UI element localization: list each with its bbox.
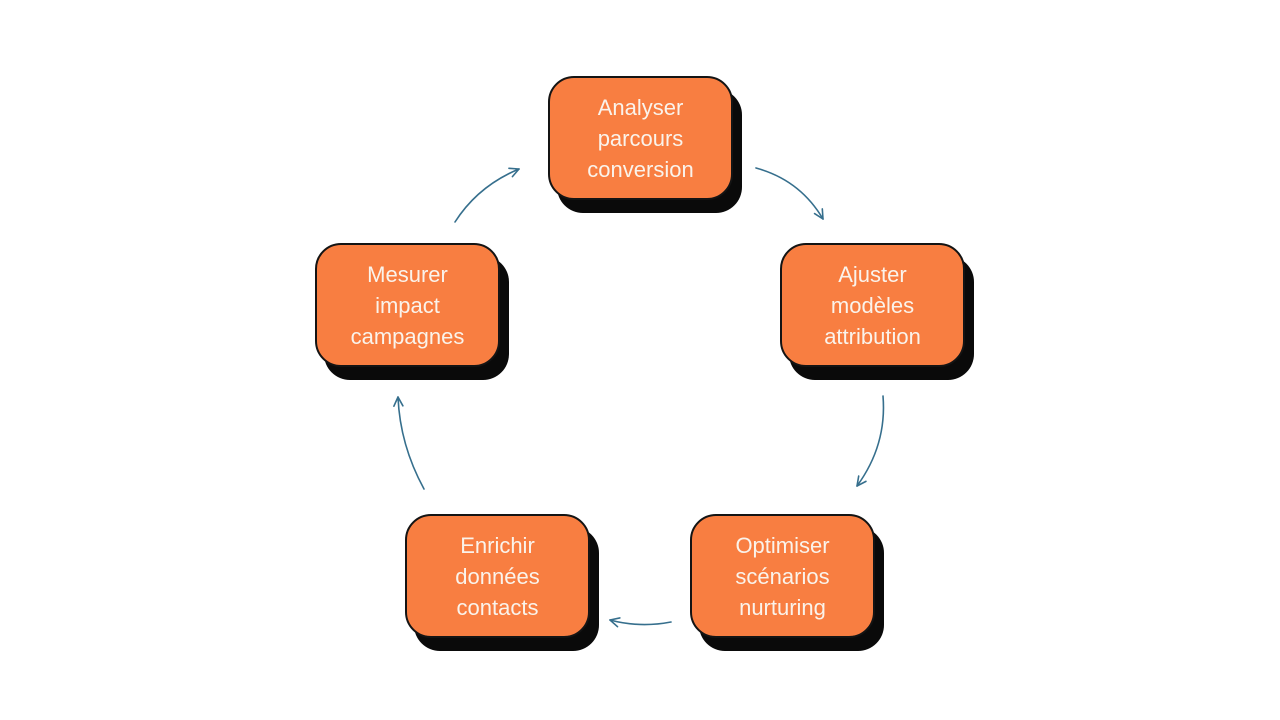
node-label: Enrichir données contacts	[455, 530, 539, 623]
node-label-line: conversion	[587, 156, 694, 182]
node-label-line: Ajuster	[838, 261, 907, 287]
node-label-line: Analyser	[597, 94, 684, 120]
node-label-line: nurturing	[739, 594, 826, 620]
node-label-line: scénarios	[735, 563, 830, 589]
connector-bottom-left-to-left	[393, 396, 425, 490]
cycle-node-enrichir-donnees-contacts: Enrichir données contacts	[405, 514, 590, 638]
node-label-line: Enrichir	[460, 532, 535, 558]
node-label: Optimiser scénarios nurturing	[735, 530, 829, 623]
cycle-node-mesurer-impact-campagnes: Mesurer impact campagnes	[315, 243, 500, 367]
cycle-node-optimiser-scenarios-nurturing: Optimiser scénarios nurturing	[690, 514, 875, 638]
connector-right-to-bottom-right	[856, 395, 885, 487]
cycle-node-ajuster-modeles-attribution: Ajuster modèles attribution	[780, 243, 965, 367]
connector-bottom-right-to-bottom-left	[609, 617, 672, 628]
node-label-line: contacts	[456, 594, 539, 620]
node-label-line: données	[455, 563, 540, 589]
node-label: Mesurer impact campagnes	[351, 259, 465, 352]
node-label-line: Mesurer	[367, 261, 448, 287]
node-label-line: campagnes	[350, 323, 465, 349]
node-label-line: modèles	[830, 292, 915, 318]
connector-left-to-top	[454, 167, 520, 223]
node-label-line: parcours	[597, 125, 684, 151]
node-label-line: Optimiser	[735, 532, 830, 558]
node-label: Ajuster modèles attribution	[824, 259, 921, 352]
cycle-node-analyser-parcours-conversion: Analyser parcours conversion	[548, 76, 733, 200]
node-label-line: attribution	[824, 323, 921, 349]
node-label: Analyser parcours conversion	[587, 92, 693, 185]
node-label-line: impact	[375, 292, 440, 318]
connector-top-to-right	[755, 167, 824, 220]
